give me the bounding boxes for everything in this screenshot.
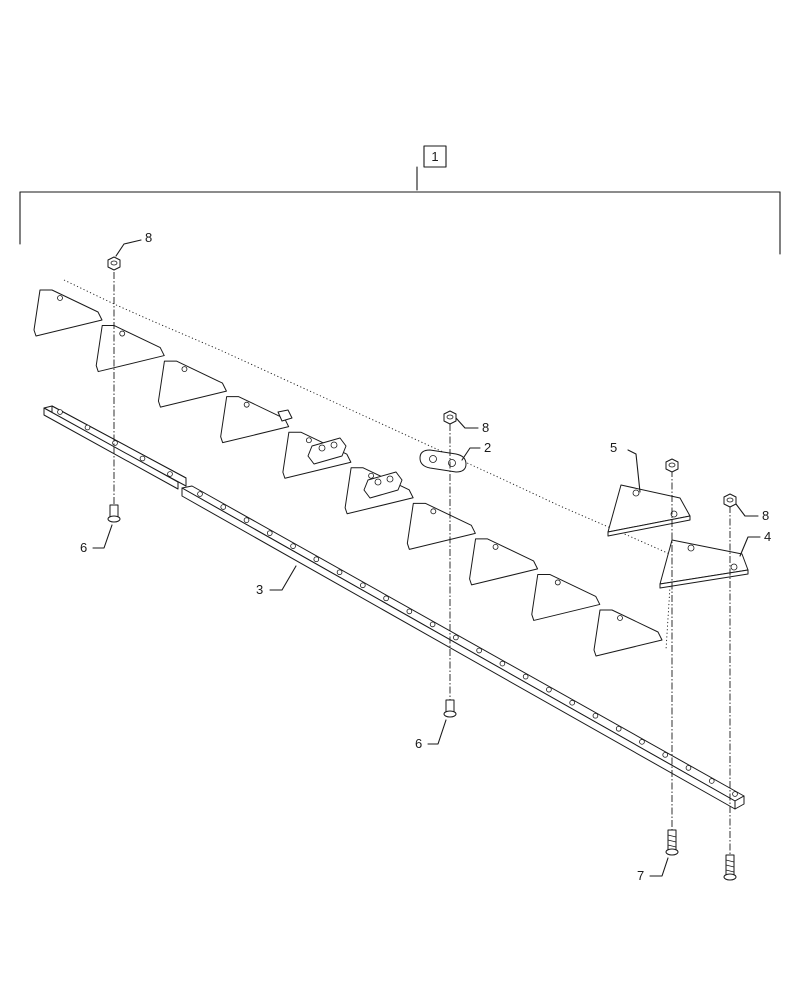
cutter-bar-hole xyxy=(708,778,715,784)
hold-down-clips xyxy=(277,409,403,499)
guard-assembly xyxy=(33,279,673,657)
callout-8-left: 8 xyxy=(145,230,152,245)
bolt-7-right xyxy=(723,854,737,881)
leader-lines xyxy=(92,239,761,877)
cutter-bar-hole xyxy=(139,455,146,462)
callout-8-right: 8 xyxy=(762,508,769,523)
guard-teeth xyxy=(33,289,663,657)
cutter-bar-hole xyxy=(662,752,669,758)
plate-part xyxy=(419,449,467,473)
cutter-bar-hole xyxy=(360,582,366,589)
cutter-bar-hole xyxy=(453,634,459,641)
guard-tooth xyxy=(33,289,103,337)
guard-tooth xyxy=(531,573,601,621)
callout-6-middle: 6 xyxy=(415,736,422,751)
cutter-bar-hole xyxy=(476,647,482,654)
cutter-bar-hole xyxy=(57,409,63,415)
callout-8-middle: 8 xyxy=(482,420,489,435)
assembly-bracket xyxy=(19,145,781,255)
cutter-bar-hole xyxy=(336,569,343,576)
nut-8-right xyxy=(723,493,737,508)
cutter-bar-hole xyxy=(266,530,273,536)
guard-tooth xyxy=(593,609,663,657)
cutter-bar-hole xyxy=(383,595,389,602)
cutter-bar-hole xyxy=(685,765,692,771)
cutter-bar-hole xyxy=(197,491,203,497)
callout-7: 7 xyxy=(637,868,644,883)
callout-5: 5 xyxy=(610,440,617,455)
guard-tooth-hole xyxy=(368,472,375,479)
callout-labels: 1 8 8 2 5 8 4 6 3 6 7 xyxy=(80,149,771,883)
cutter-bar-hole xyxy=(615,725,622,732)
cutter-bar-hole xyxy=(112,440,118,446)
cutter-bar-hole xyxy=(290,543,296,549)
knife-section-5 xyxy=(607,484,691,537)
callout-2: 2 xyxy=(484,440,491,455)
cutter-bar-hole xyxy=(522,673,529,680)
callout-6-left: 6 xyxy=(80,540,87,555)
cutter-bar-hole xyxy=(220,504,227,510)
knife-section-4 xyxy=(659,539,749,589)
cutter-bar-hole xyxy=(569,699,575,706)
cutter-bar-hole xyxy=(167,471,173,477)
guard-tooth xyxy=(157,360,227,408)
cutter-bar-hole xyxy=(732,791,738,797)
bolt-7-left xyxy=(665,829,679,856)
guard-tooth xyxy=(95,325,165,373)
cutter-bar-hole xyxy=(406,608,413,615)
cutter-bar-hole xyxy=(592,712,599,719)
cutter-bar-hole xyxy=(546,686,552,693)
callout-3: 3 xyxy=(256,582,263,597)
cutter-bar-hole xyxy=(243,517,250,523)
guard-tooth-hole xyxy=(305,437,312,444)
guard-tooth xyxy=(406,502,476,550)
guard-tooth-hole xyxy=(430,508,437,515)
assembly-centerlines xyxy=(113,272,731,860)
nut-8-left xyxy=(107,256,121,271)
guard-tooth-hole xyxy=(181,366,188,373)
nut-knife-section xyxy=(665,458,679,473)
callout-1: 1 xyxy=(431,149,438,164)
guard-tooth-hole xyxy=(492,543,499,550)
callout-4: 4 xyxy=(764,529,771,544)
cutter-bar-hole xyxy=(429,621,436,628)
guard-tooth-hole xyxy=(119,330,126,337)
cutter-bar-hole xyxy=(499,660,506,667)
cutter-bar-hole xyxy=(313,556,320,563)
bolt-6-left xyxy=(107,504,121,523)
cutter-bar xyxy=(43,405,745,810)
guard-tooth xyxy=(220,396,290,444)
guard-tooth-hole xyxy=(243,401,250,408)
cutter-bar-hole xyxy=(84,424,91,431)
guard-tooth-hole xyxy=(617,615,623,621)
guard-tooth-hole xyxy=(57,295,63,301)
cutter-bar-hole xyxy=(639,739,645,745)
guard-tooth-hole xyxy=(554,579,561,586)
bolt-6-middle xyxy=(443,699,457,718)
guard-tooth xyxy=(469,538,539,586)
nut-8-middle xyxy=(443,410,457,425)
